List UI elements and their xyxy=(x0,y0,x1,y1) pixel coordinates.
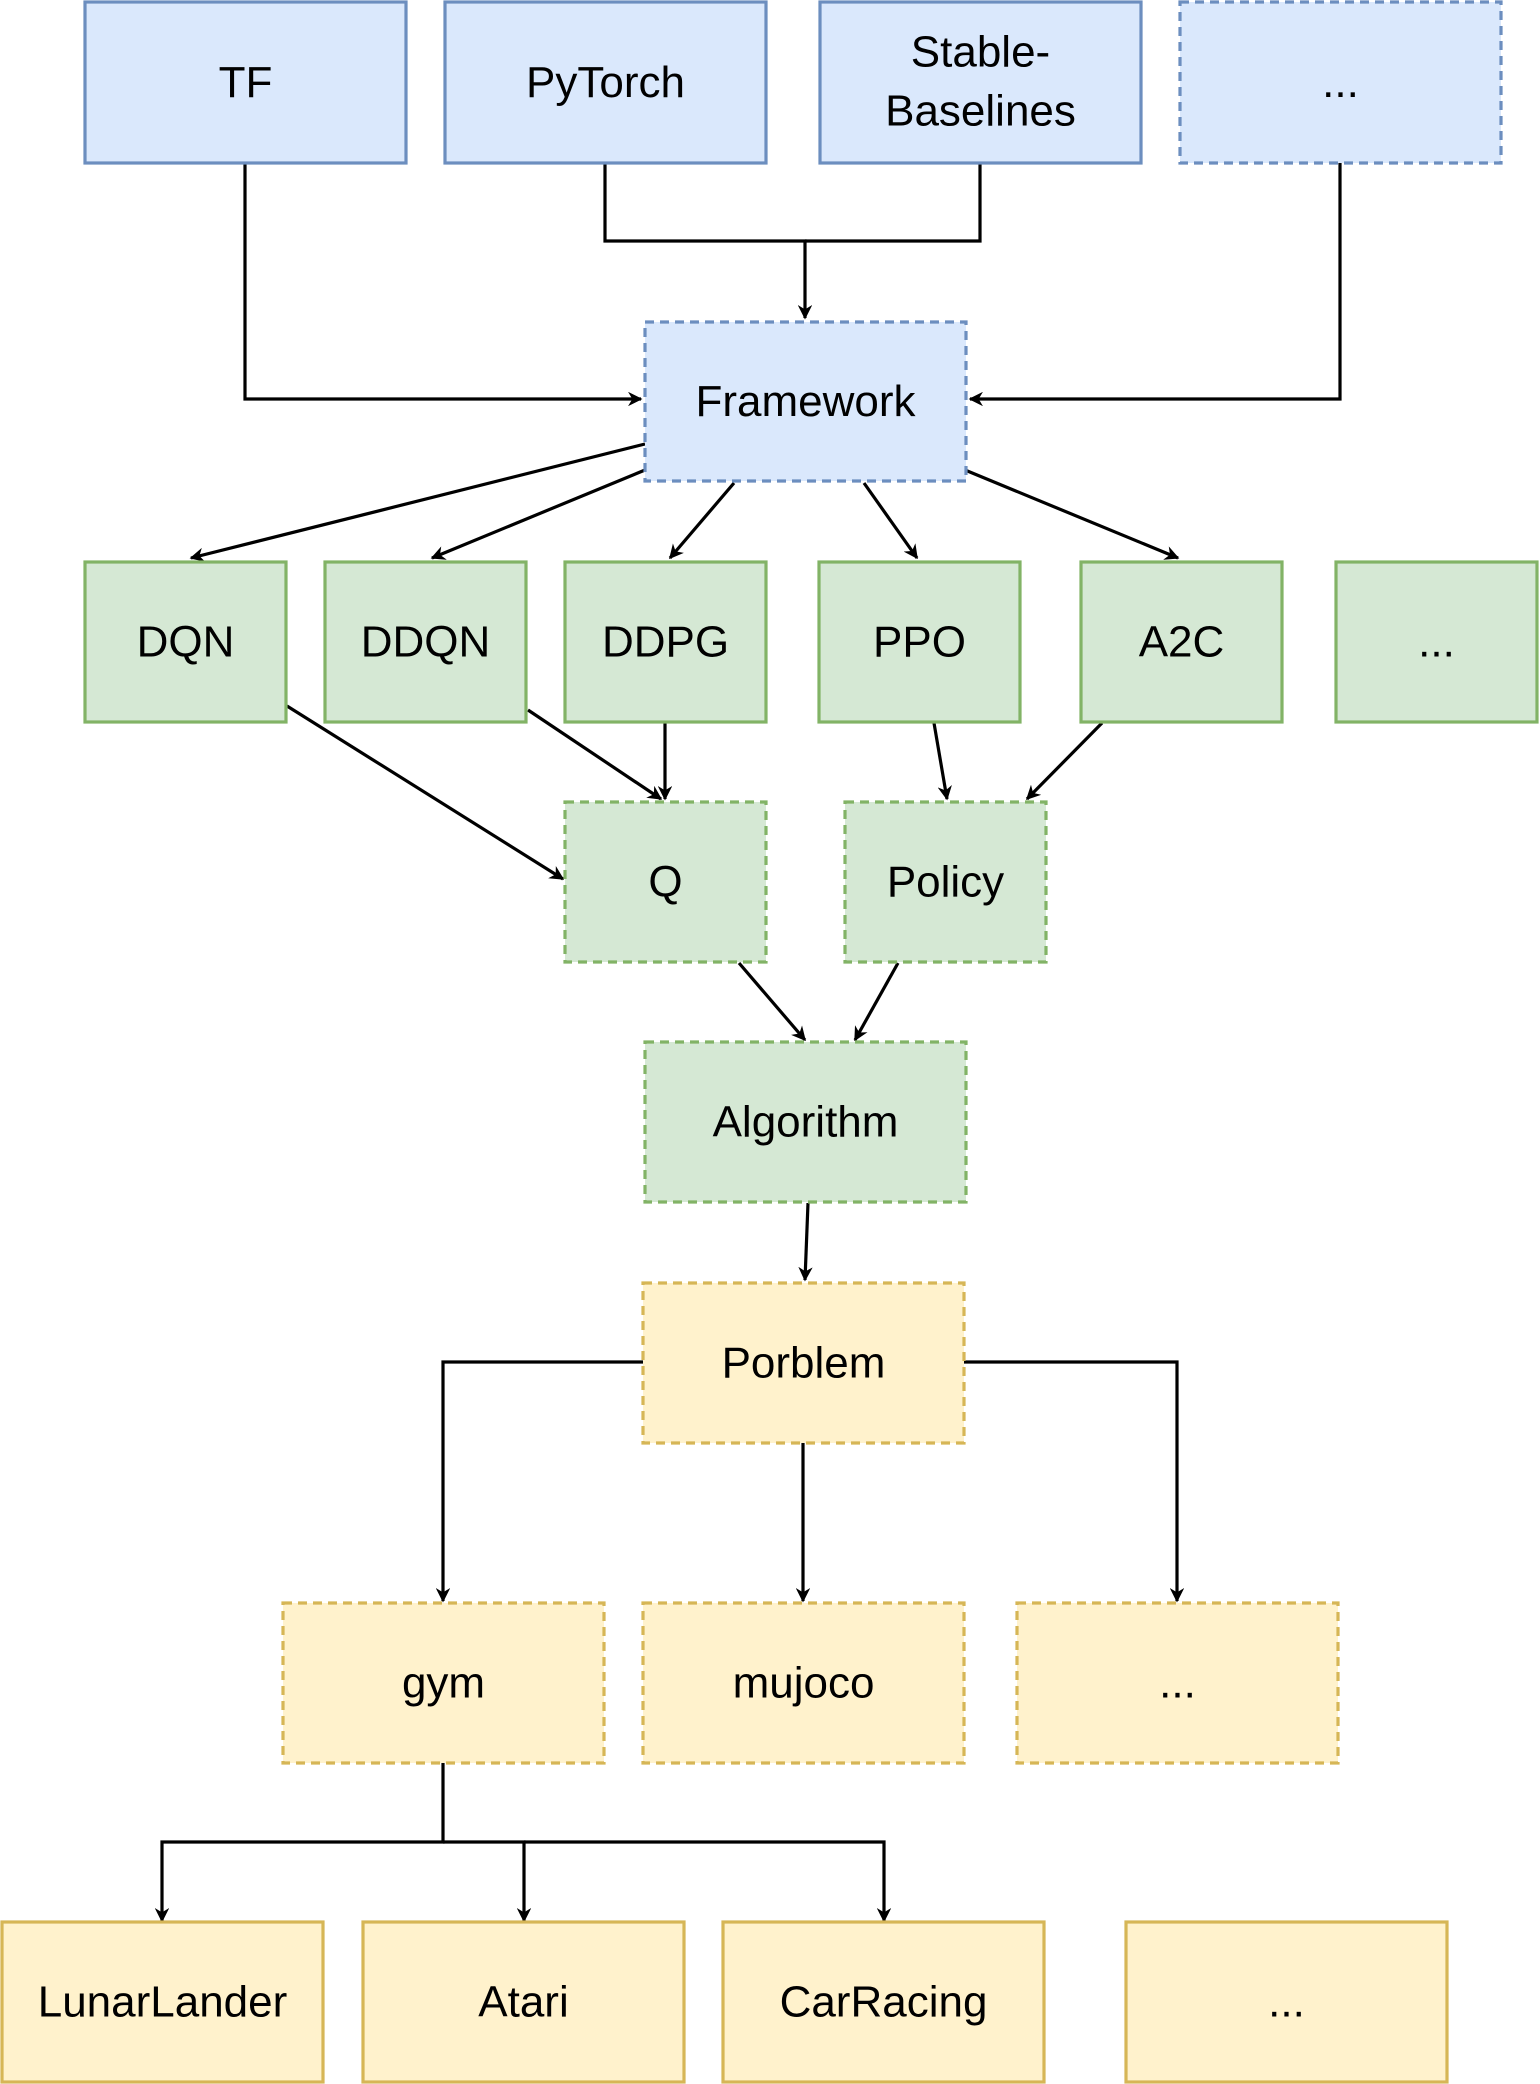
node-pytorch-label: PyTorch xyxy=(526,58,685,107)
edge-ppo-policy xyxy=(932,722,952,801)
node-ddqn-label: DDQN xyxy=(361,618,491,667)
node-policy-label: Policy xyxy=(887,858,1004,907)
node-ppo-label: PPO xyxy=(873,618,966,667)
node-problem-more-label: ... xyxy=(1159,1659,1196,1708)
node-env-more: ... xyxy=(1124,1920,1449,2084)
edge-gym-lunarlander xyxy=(154,1763,445,1923)
node-algo-more-label: ... xyxy=(1418,618,1455,667)
node-problem-label: Porblem xyxy=(722,1339,886,1388)
edge-problem-gym xyxy=(435,1360,643,1603)
node-stable-baselines-label-line2: Baselines xyxy=(885,87,1076,136)
node-tf-label: TF xyxy=(219,58,273,107)
node-algorithm: Algorithm xyxy=(643,1040,968,1204)
edge-gym-carracing xyxy=(524,1840,892,1923)
node-problem: Porblem xyxy=(641,1281,966,1445)
node-a2c-label: A2C xyxy=(1139,618,1225,667)
node-atari-label: Atari xyxy=(478,1978,568,2027)
edge-q-algorithm xyxy=(737,961,807,1042)
node-atari: Atari xyxy=(361,1920,686,2084)
node-ddpg: DDPG xyxy=(563,560,768,724)
node-mujoco: mujoco xyxy=(641,1601,966,1765)
node-framework: Framework xyxy=(643,320,968,483)
edge-morelibs-framework xyxy=(968,163,1342,407)
node-mujoco-label: mujoco xyxy=(733,1659,875,1708)
node-stable-baselines-label-line1: Stable- xyxy=(911,28,1050,77)
edge-stablebaselines-framework xyxy=(805,163,982,243)
node-framework-more-label: ... xyxy=(1322,58,1359,107)
edge-gym-atari xyxy=(443,1840,532,1923)
node-gym-label: gym xyxy=(402,1659,485,1708)
node-q: Q xyxy=(563,800,768,964)
node-algo-more: ... xyxy=(1334,560,1539,724)
node-tf: TF xyxy=(83,0,408,165)
edge-algorithm-problem xyxy=(798,1202,813,1282)
node-problem-more: ... xyxy=(1015,1601,1340,1765)
edge-problem-more xyxy=(963,1360,1185,1603)
edge-ddqn-q xyxy=(527,708,663,801)
node-lunarlander-label: LunarLander xyxy=(38,1978,288,2027)
edge-framework-ddpg xyxy=(668,481,736,560)
node-algorithm-label: Algorithm xyxy=(713,1098,899,1147)
node-dqn-label: DQN xyxy=(137,618,235,667)
node-q-label: Q xyxy=(648,858,682,907)
edge-policy-algorithm xyxy=(853,962,900,1042)
edge-framework-a2c xyxy=(964,468,1180,560)
node-stable-baselines: Stable- Baselines xyxy=(818,0,1143,165)
edge-pytorch-framework xyxy=(603,163,813,320)
node-env-more-label: ... xyxy=(1268,1978,1305,2027)
node-policy: Policy xyxy=(843,800,1048,964)
edge-a2c-policy xyxy=(1025,721,1104,801)
node-ddqn: DDQN xyxy=(323,560,528,724)
node-ddpg-label: DDPG xyxy=(602,618,729,667)
edge-dqn-q xyxy=(286,704,565,881)
node-carracing-label: CarRacing xyxy=(780,1978,988,2027)
node-dqn: DQN xyxy=(83,560,288,724)
edge-framework-ppo xyxy=(862,482,919,560)
node-framework-label: Framework xyxy=(695,377,916,426)
edge-framework-dqn xyxy=(189,442,646,562)
node-pytorch: PyTorch xyxy=(443,0,768,165)
edge-tf-framework xyxy=(243,163,643,407)
edges xyxy=(154,163,1342,1923)
node-framework-more: ... xyxy=(1178,0,1503,165)
node-carracing: CarRacing xyxy=(721,1920,1046,2084)
node-gym: gym xyxy=(281,1601,606,1765)
node-ppo: PPO xyxy=(817,560,1022,724)
edge-framework-ddqn xyxy=(430,468,646,560)
node-lunarlander: LunarLander xyxy=(0,1920,325,2084)
node-a2c: A2C xyxy=(1079,560,1284,724)
